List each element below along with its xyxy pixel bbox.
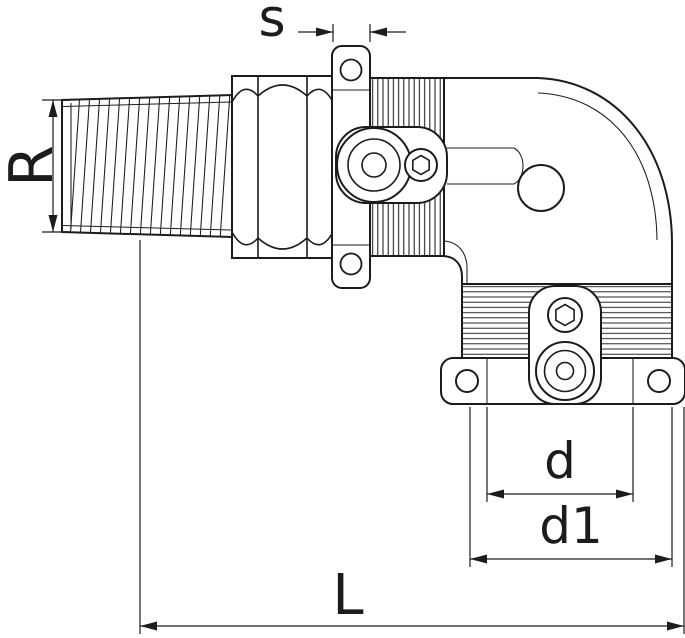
dim-arrow-right-icon bbox=[655, 554, 672, 564]
thread-body bbox=[62, 95, 232, 237]
dimension-d: d bbox=[486, 407, 634, 502]
outlet-boss bbox=[528, 285, 602, 405]
dim-arrow-left-icon bbox=[470, 554, 487, 564]
dim-arrow-up-icon bbox=[48, 100, 58, 117]
bolt-hole-bottom bbox=[339, 252, 363, 276]
bolt-hole-right bbox=[647, 369, 671, 393]
inlet-port-mid bbox=[347, 138, 401, 192]
socket-screw-small bbox=[547, 297, 583, 333]
dim-arrow-right-icon bbox=[667, 621, 684, 631]
bolt-hole-top bbox=[339, 58, 363, 82]
outlet-port-mid bbox=[543, 349, 587, 393]
dimension-s: s bbox=[258, 0, 406, 49]
dim-arrow-left-icon bbox=[370, 27, 387, 37]
elbow-outer-wall-line bbox=[537, 92, 658, 241]
dimension-label-d: d bbox=[544, 432, 576, 490]
outlet-side-edges bbox=[461, 284, 673, 360]
socket-screw-front bbox=[404, 148, 438, 182]
dimension-L: L bbox=[139, 240, 685, 634]
dimension-label-d1: d1 bbox=[539, 497, 603, 555]
boss-barrel-lines bbox=[447, 147, 524, 185]
dimension-label-R: R bbox=[0, 145, 67, 187]
thread-root-lines bbox=[62, 101, 232, 231]
inlet-port-inner bbox=[361, 152, 387, 178]
dim-arrow-right-icon bbox=[616, 489, 633, 499]
elbow-inner-wall-line bbox=[443, 240, 468, 284]
elbow-boss-circle bbox=[517, 164, 565, 212]
dimension-label-s: s bbox=[258, 0, 285, 49]
rib-band-edges bbox=[370, 77, 447, 257]
thread-hatching bbox=[69, 95, 231, 237]
dim-arrow-left-icon bbox=[487, 489, 504, 499]
nut-chamfer-arcs bbox=[231, 84, 334, 250]
inlet-boss bbox=[335, 126, 448, 204]
nut-outline bbox=[231, 75, 334, 259]
dim-arrow-left-icon bbox=[140, 621, 157, 631]
dimension-label-L: L bbox=[332, 563, 363, 628]
dimension-R: R bbox=[0, 99, 70, 233]
inlet-flange-steps bbox=[332, 89, 370, 246]
dim-arrow-down-icon bbox=[48, 215, 58, 232]
outlet-port-inner bbox=[555, 361, 575, 381]
bolt-hole-left bbox=[455, 369, 479, 393]
hex-socket-icon bbox=[555, 303, 575, 327]
elbow-body bbox=[443, 77, 673, 285]
hex-nut bbox=[231, 75, 334, 259]
dim-arrow-right-icon bbox=[316, 27, 333, 37]
nut-flat-edges bbox=[257, 76, 308, 258]
male-thread bbox=[61, 93, 233, 239]
outlet-flange-steps bbox=[486, 359, 634, 403]
dimension-d1: d1 bbox=[469, 407, 673, 567]
hex-socket-icon bbox=[411, 154, 431, 176]
